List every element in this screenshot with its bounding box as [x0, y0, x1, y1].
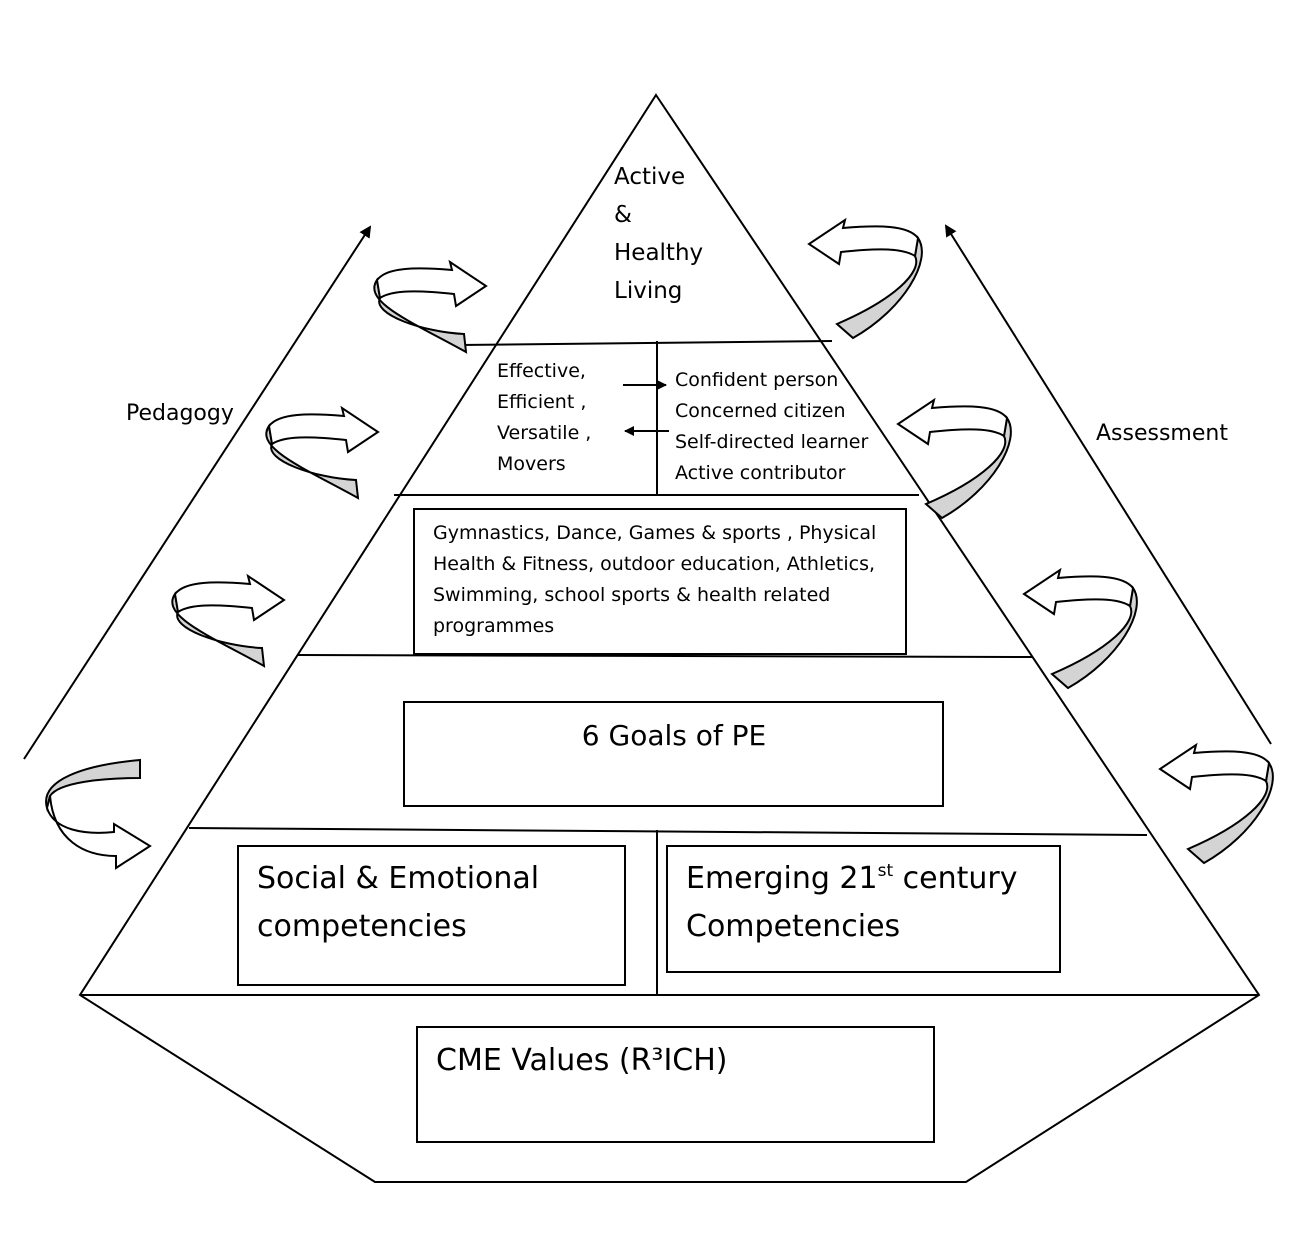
movers-line-2: Efficient , — [497, 391, 586, 413]
pyramid-shape — [78, 93, 1261, 1183]
activities-line-3: Swimming, school sports & health related — [433, 584, 830, 606]
pedagogy-axis: Pedagogy — [23, 225, 372, 760]
movers-line-1: Effective, — [497, 360, 586, 382]
outcome-line-4: Active contributor — [675, 462, 846, 484]
outcome-line-3: Self-directed learner — [675, 431, 868, 453]
social-line-2: competencies — [257, 909, 467, 944]
pedagogy-arrow-icon — [23, 225, 372, 760]
activities-line-4: programmes — [433, 615, 554, 637]
right-curl-arrows — [807, 217, 1274, 865]
apex-line-1: Active — [614, 164, 685, 190]
curl-arrow-left-1-icon — [373, 259, 488, 354]
movers-line-3: Versatile , — [497, 422, 591, 444]
social-line-1: Social & Emotional — [257, 861, 539, 896]
cme-frame — [416, 1026, 935, 1143]
goals-box: 6 Goals of PE — [403, 701, 944, 807]
pedagogy-label: Pedagogy — [126, 401, 234, 426]
level-dividers — [188, 340, 1148, 995]
left-curl-arrows — [45, 259, 488, 870]
movers-label: Effective, Efficient , Versatile , Mover… — [497, 360, 591, 475]
emerging-box: Emerging 21st century Competencies — [666, 845, 1061, 973]
activities-line-1: Gymnastics, Dance, Games & sports , Phys… — [433, 522, 876, 544]
apex-line-3: Healthy — [614, 240, 703, 266]
emerging-line-1-b: century — [893, 861, 1017, 896]
emerging-superscript: st — [878, 861, 894, 881]
curl-arrow-right-4-icon — [1158, 742, 1274, 865]
goals-frame — [403, 701, 944, 807]
divider-activities — [297, 654, 1033, 658]
apex-line-4: Living — [614, 278, 682, 304]
curl-arrow-left-2-icon — [265, 405, 380, 500]
pyramid-outline — [78, 93, 1261, 1183]
emerging-frame — [666, 845, 1061, 973]
outcomes-label: Confident person Concerned citizen Self-… — [675, 369, 868, 484]
assessment-axis: Assessment — [944, 224, 1272, 745]
cme-label: CME Values (R³ICH) — [436, 1043, 728, 1078]
movers-line-4: Movers — [497, 453, 566, 475]
curl-arrow-right-2-icon — [896, 397, 1012, 520]
activities-frame — [413, 508, 907, 655]
assessment-arrow-icon — [944, 224, 1272, 745]
outcome-line-1: Confident person — [675, 369, 838, 391]
emerging-line-2: Competencies — [686, 909, 900, 944]
link-arrows — [623, 380, 669, 436]
curl-arrow-left-4-icon — [45, 758, 152, 870]
social-box: Social & Emotional competencies — [237, 845, 626, 986]
emerging-line-1-a: Emerging 21 — [686, 861, 878, 896]
divider-apex — [459, 340, 833, 346]
outcome-line-2: Concerned citizen — [675, 400, 846, 422]
apex-line-2: & — [614, 202, 632, 228]
curl-arrow-right-1-icon — [807, 217, 923, 340]
emerging-line-1: Emerging 21st century — [686, 861, 1018, 896]
goals-label: 6 Goals of PE — [582, 719, 766, 752]
curl-arrow-left-3-icon — [171, 573, 286, 668]
divider-goals — [188, 827, 1148, 836]
social-frame — [237, 845, 626, 986]
activities-box: Gymnastics, Dance, Games & sports , Phys… — [413, 508, 907, 655]
cme-box: CME Values (R³ICH) — [416, 1026, 935, 1143]
apex-label: Active & Healthy Living — [614, 164, 703, 304]
curl-arrow-right-3-icon — [1022, 567, 1138, 690]
assessment-label: Assessment — [1096, 421, 1228, 446]
activities-line-2: Health & Fitness, outdoor education, Ath… — [433, 553, 875, 575]
